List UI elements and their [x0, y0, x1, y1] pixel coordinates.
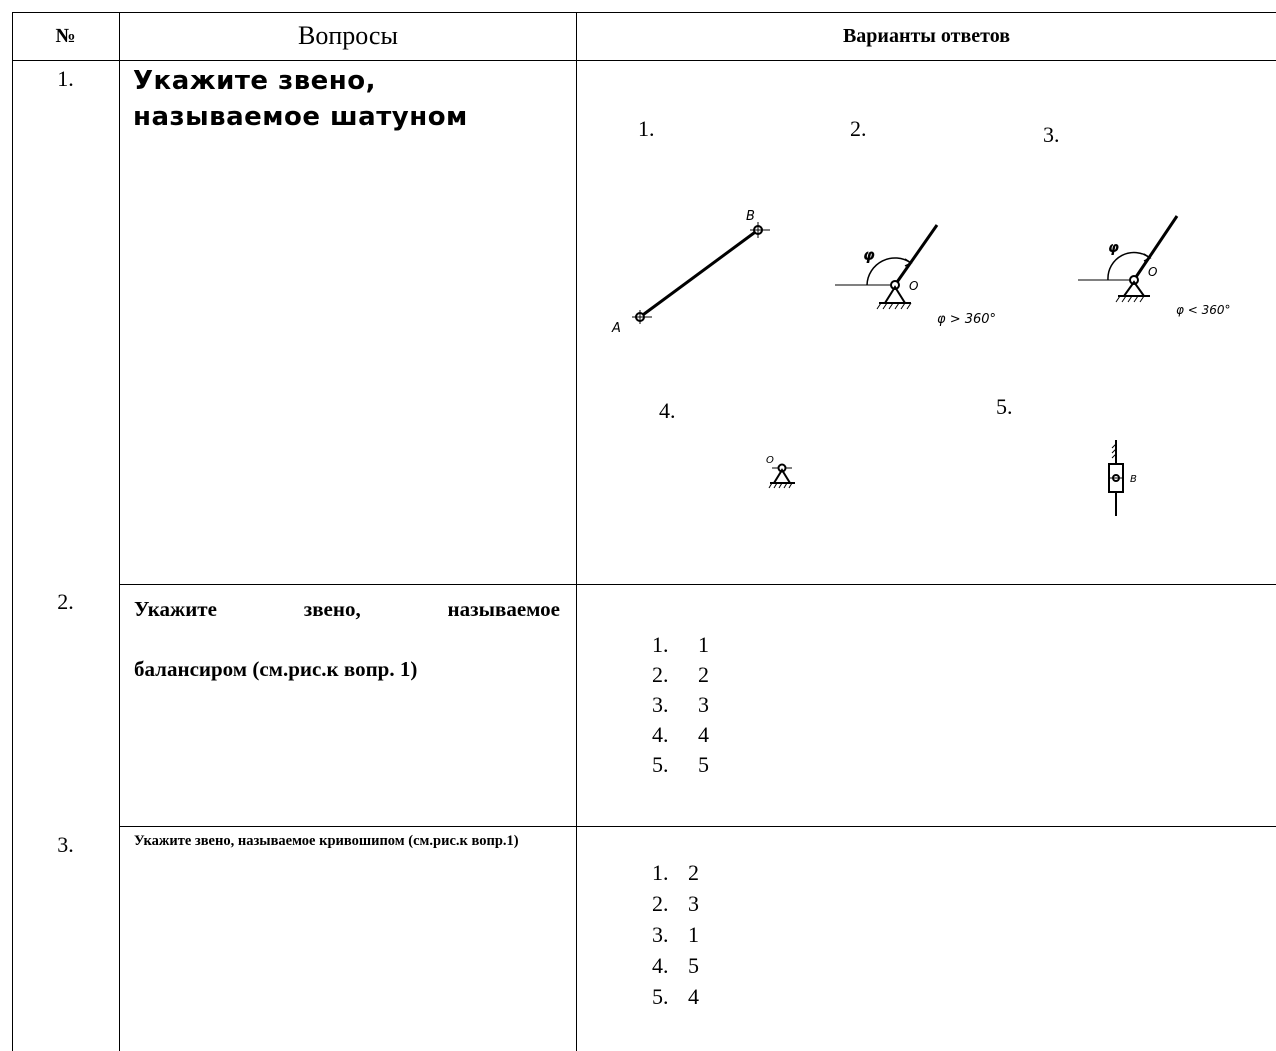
- pivot-o-label: O: [909, 279, 918, 293]
- header-number: №: [55, 24, 76, 47]
- condition-label: φ < 360°: [1176, 303, 1231, 317]
- angle-phi-label: φ: [1108, 240, 1119, 256]
- list-item: 1.1: [652, 632, 709, 657]
- figure-label-4: 4.: [659, 398, 676, 423]
- question-text-line2: балансиром (см.рис.к вопр. 1): [134, 657, 418, 681]
- figure-label-5: 5.: [996, 394, 1013, 419]
- row-number: 3.: [57, 832, 74, 857]
- point-b-label: B: [1130, 474, 1137, 485]
- header-questions: Вопросы: [298, 21, 398, 50]
- question-word: называемое: [447, 597, 560, 621]
- question-text: Укажите звено, называемое шатуном: [133, 66, 468, 132]
- question-text-line1: Укажите звено, называемое: [134, 597, 560, 622]
- crank-diagram: φ O φ > 360°: [835, 224, 996, 327]
- pivot-o-label: O: [1148, 265, 1157, 279]
- list-item: 4.4: [652, 722, 709, 747]
- rocker-diagram: φ O φ < 360°: [1078, 215, 1231, 317]
- connecting-rod-diagram: A B: [611, 209, 770, 336]
- list-item: 2.3: [652, 891, 699, 916]
- point-a-label: A: [611, 321, 621, 336]
- list-item: 3.1: [652, 922, 699, 947]
- list-item: 2.2: [652, 662, 709, 687]
- fixed-pivot-diagram: O: [766, 455, 795, 489]
- slider-diagram: B: [1108, 440, 1137, 516]
- answer-options: 1.1 2.2 3.3 4.4 5.5: [652, 630, 709, 780]
- figure-label-2: 2.: [850, 116, 867, 141]
- question-text: Укажите звено, называемое кривошипом (см…: [134, 833, 519, 849]
- header-answers: Варианты ответов: [842, 24, 1011, 47]
- row-number: 1.: [57, 66, 74, 91]
- figure-label-1: 1.: [638, 116, 655, 141]
- question-word: звено,: [303, 597, 361, 621]
- pivot-o-label: O: [766, 455, 774, 466]
- list-item: 3.3: [652, 692, 709, 717]
- list-item: 1.2: [652, 860, 699, 885]
- answer-options: 1.2 2.3 3.1 4.5 5.4: [652, 857, 699, 1012]
- angle-phi-label: φ: [863, 246, 875, 264]
- list-item: 5.5: [652, 752, 709, 777]
- condition-label: φ > 360°: [937, 312, 996, 327]
- row-number: 2.: [57, 589, 74, 614]
- list-item: 4.5: [652, 953, 699, 978]
- figure-label-3: 3.: [1043, 122, 1060, 147]
- list-item: 5.4: [652, 984, 699, 1009]
- question-word: Укажите: [134, 597, 217, 621]
- point-b-label: B: [746, 209, 755, 224]
